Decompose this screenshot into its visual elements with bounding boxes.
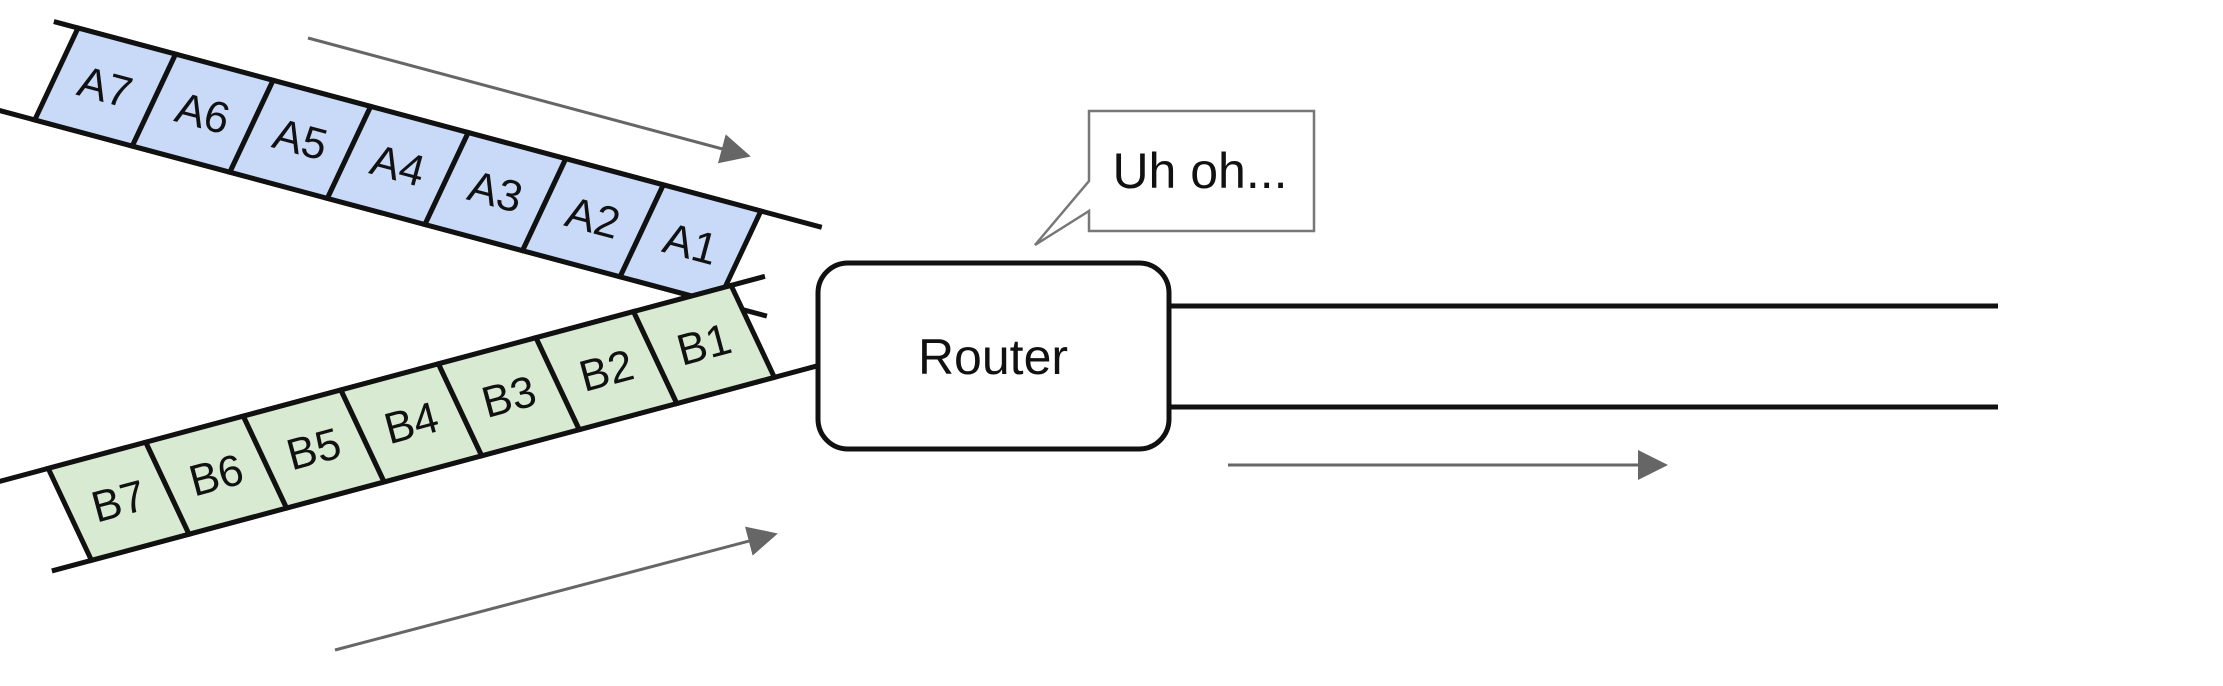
packet-b1: B1 [630,282,778,407]
speech-bubble-outline [1034,109,1316,247]
packet-b6: B6 [142,413,291,538]
packet-b4: B4 [337,360,486,485]
packet-a6: A6 [128,51,277,176]
router-label: Router [918,329,1068,385]
queue-b-direction-arrow [334,526,778,652]
packet-a3: A3 [421,129,570,254]
packet-a1: A1 [616,181,765,306]
speech-bubble-text: Uh oh... [1112,143,1287,199]
router: Router [815,260,1172,452]
packet-b2: B2 [532,308,681,433]
router-box [815,260,1172,452]
packet-cell [630,282,778,407]
packet-a5: A5 [226,77,375,202]
queue-a-direction-arrow [307,36,751,164]
packet-b5: B5 [239,387,388,512]
packet-a4: A4 [323,103,472,228]
speech-bubble: Uh oh... [1034,109,1316,247]
packet-b3: B3 [434,334,583,459]
